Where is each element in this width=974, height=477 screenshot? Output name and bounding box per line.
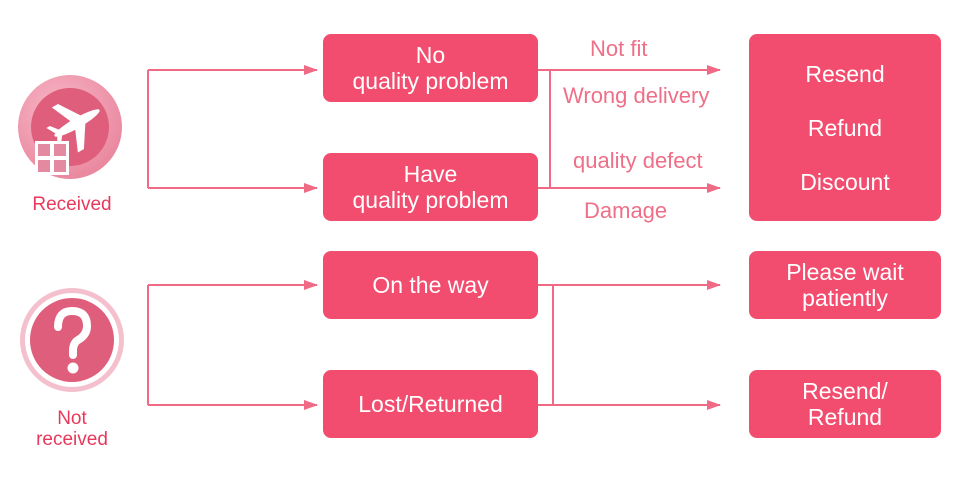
status-not-received-label: Not received — [10, 408, 134, 450]
outcome-please-wait-box: Please wait patiently — [749, 251, 941, 319]
on-the-way-label: On the way — [372, 272, 489, 298]
no-quality-line-1: No — [415, 42, 446, 68]
reason-quality-defect: quality defect — [573, 148, 703, 173]
please-wait-line-1: Please wait — [786, 259, 904, 285]
have-quality-problem-box: Have quality problem — [323, 153, 538, 221]
question-mark-icon — [20, 288, 124, 392]
on-the-way-box: On the way — [323, 251, 538, 319]
outcome-resend: Resend — [805, 60, 885, 87]
outcome-resend-refund-box: Resend/ Refund — [749, 370, 941, 438]
not-received-line-1: Not — [57, 408, 87, 429]
resend-refund-line-1: Resend/ — [802, 378, 888, 404]
reason-wrong-delivery: Wrong delivery — [563, 83, 710, 108]
lost-returned-label: Lost/Returned — [358, 391, 503, 417]
outcome-refund: Refund — [807, 114, 883, 141]
resend-refund-line-2: Refund — [807, 404, 883, 430]
no-quality-line-2: quality problem — [352, 68, 509, 94]
no-quality-problem-box: No quality problem — [323, 34, 538, 102]
have-quality-line-1: Have — [403, 161, 458, 187]
reason-not-fit: Not fit — [590, 36, 648, 61]
not-received-line-2: received — [36, 429, 108, 450]
lost-returned-box: Lost/Returned — [323, 370, 538, 438]
airplane-package-icon — [18, 75, 122, 179]
status-received-label: Received — [32, 194, 112, 215]
have-quality-line-2: quality problem — [352, 187, 509, 213]
please-wait-line-2: patiently — [802, 285, 888, 311]
outcome-discount: Discount — [800, 168, 890, 195]
outcome-resend-refund-discount-box: Resend Refund Discount — [749, 34, 941, 221]
reason-damage: Damage — [584, 198, 668, 223]
